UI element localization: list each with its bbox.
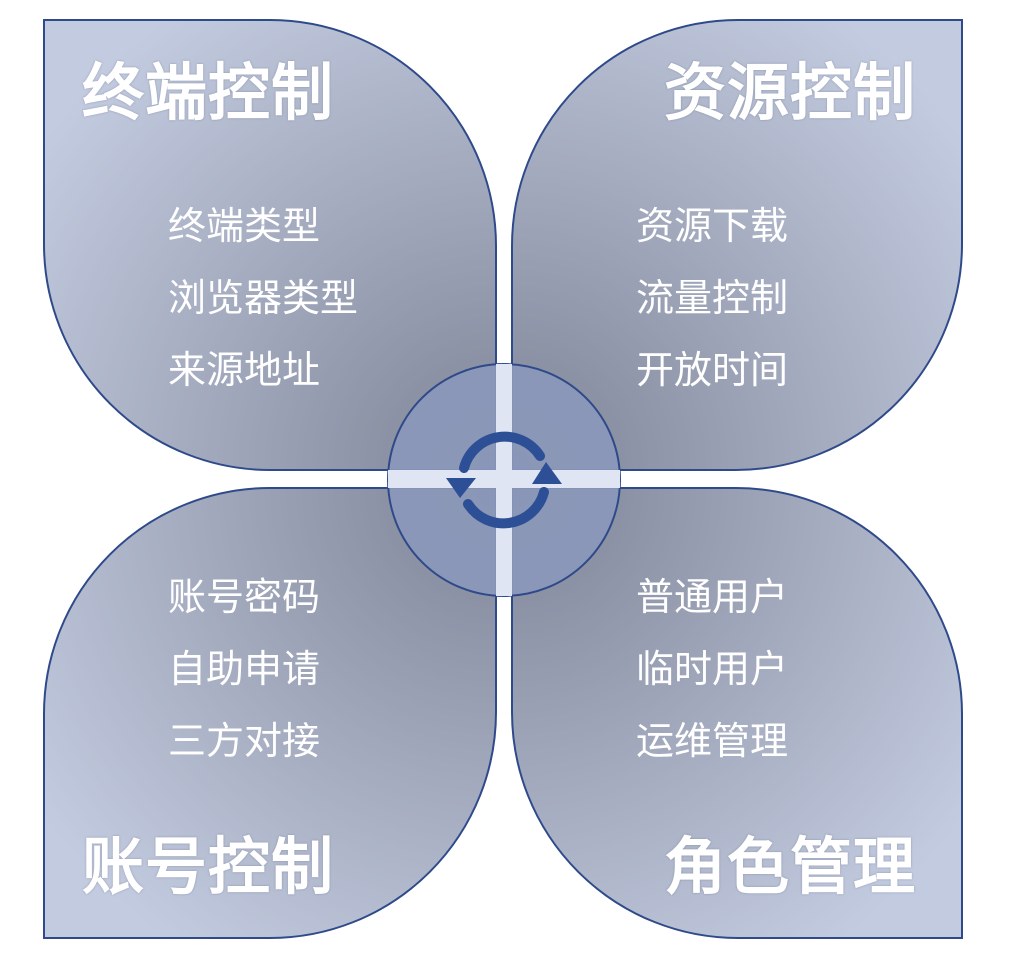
refresh-arrowheads (446, 462, 562, 498)
item-account-password: 账号密码 (168, 575, 321, 619)
item-resource-download: 资源下载 (636, 204, 789, 248)
item-open-time: 开放时间 (636, 348, 789, 392)
title-account-control: 账号控制 (82, 830, 335, 903)
title-role-management: 角色管理 (664, 830, 917, 903)
item-terminal-type: 终端类型 (168, 204, 321, 248)
item-temporary-user: 临时用户 (636, 647, 789, 691)
title-resource-control: 资源控制 (664, 56, 917, 129)
center-cross-horizontal (388, 470, 620, 488)
refresh-icon (459, 431, 549, 529)
item-self-service-application: 自助申请 (168, 647, 321, 691)
item-regular-user: 普通用户 (636, 575, 789, 619)
item-browser-type: 浏览器类型 (168, 276, 359, 320)
item-ops-management: 运维管理 (636, 719, 789, 763)
title-terminal-control: 终端控制 (82, 56, 335, 129)
item-third-party-integration: 三方对接 (168, 719, 321, 763)
item-source-address: 来源地址 (168, 348, 321, 392)
item-traffic-control: 流量控制 (636, 276, 789, 320)
